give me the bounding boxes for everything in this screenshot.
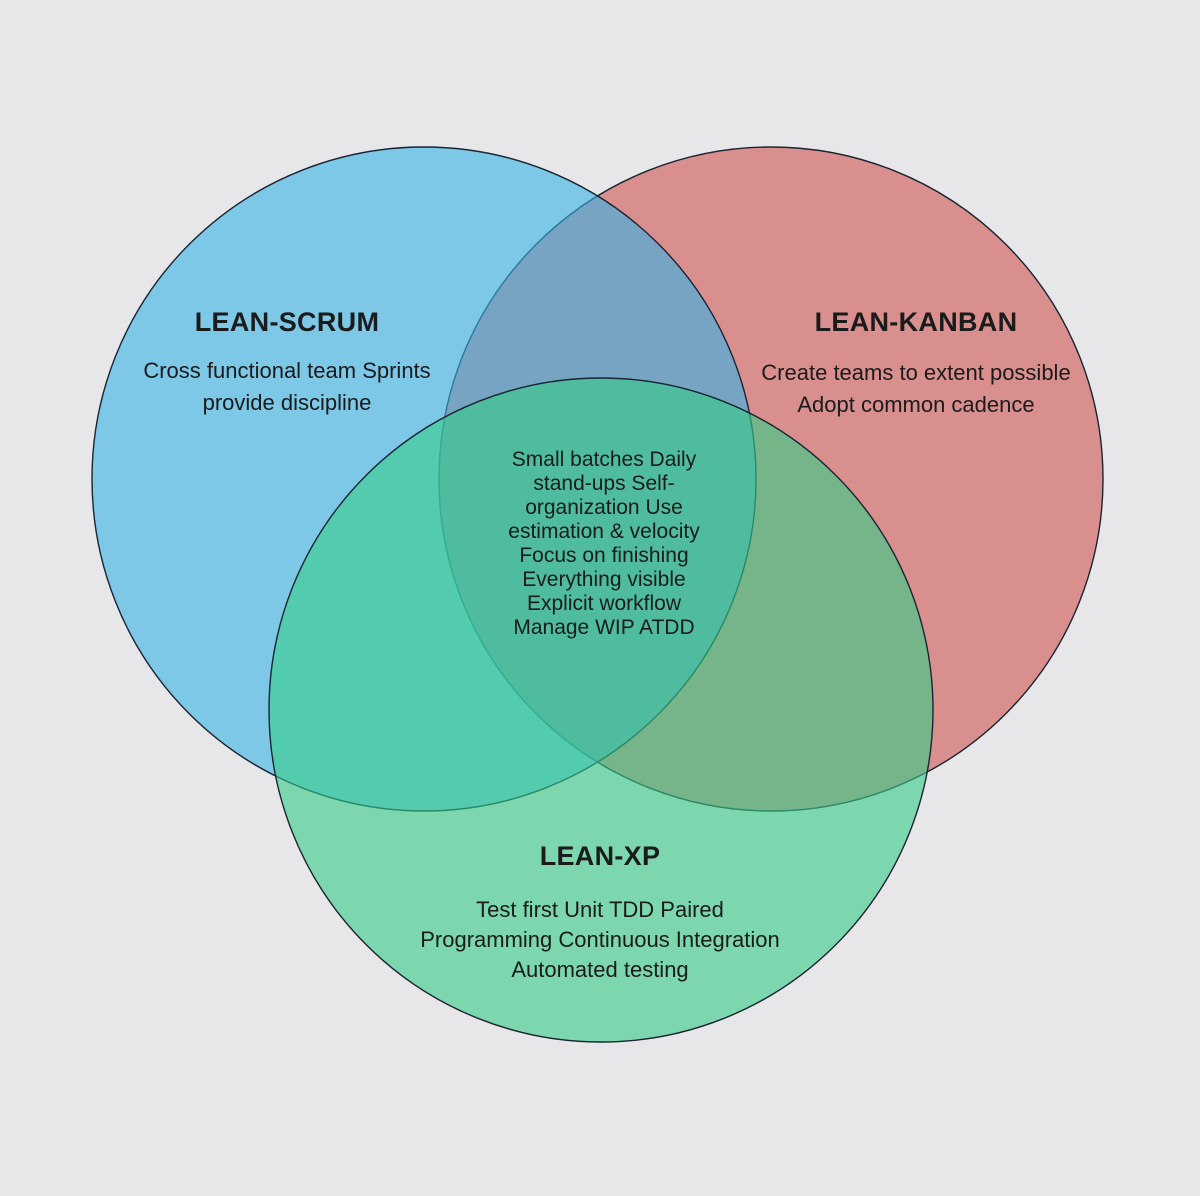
lean-kanban-description: Create teams to extent possible Adopt co… bbox=[761, 360, 1071, 417]
lean-kanban-title: LEAN-KANBAN bbox=[814, 307, 1018, 337]
lean-scrum-description: Cross functional team Sprints provide di… bbox=[143, 358, 431, 415]
center-overlap-text: Small batches Daily stand-ups Self- orga… bbox=[508, 448, 700, 639]
lean-xp-description: Test first Unit TDD Paired Programming C… bbox=[420, 897, 780, 982]
lean-xp-title: LEAN-XP bbox=[539, 841, 661, 871]
lean-xp-circle bbox=[268, 377, 934, 1043]
lean-scrum-title: LEAN-SCRUM bbox=[194, 307, 380, 337]
